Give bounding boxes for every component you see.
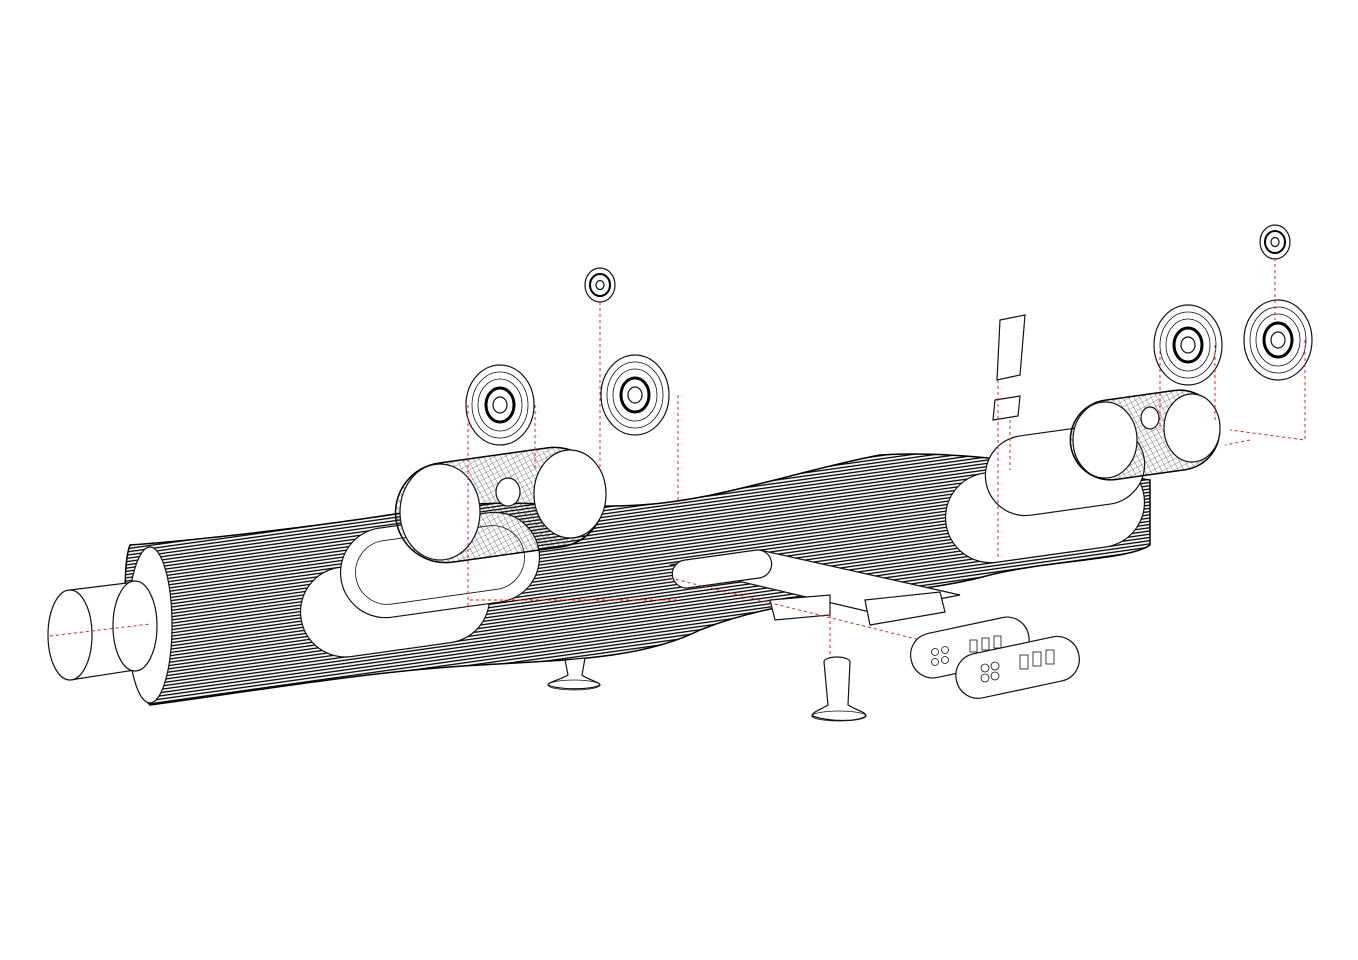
speaker-grille-left (394, 446, 607, 564)
end-caps (47, 580, 158, 681)
support-foot-left (547, 657, 601, 691)
speaker-drivers-left (464, 267, 680, 610)
speaker-grille-right (1069, 389, 1221, 481)
support-foot-right (811, 656, 867, 722)
speaker-drivers-right (1152, 224, 1314, 446)
control-panel-front (955, 635, 1080, 699)
antenna-panel (992, 314, 1026, 560)
control-panels (910, 616, 1080, 699)
support-feet (547, 656, 867, 722)
connector-bar (669, 549, 961, 660)
